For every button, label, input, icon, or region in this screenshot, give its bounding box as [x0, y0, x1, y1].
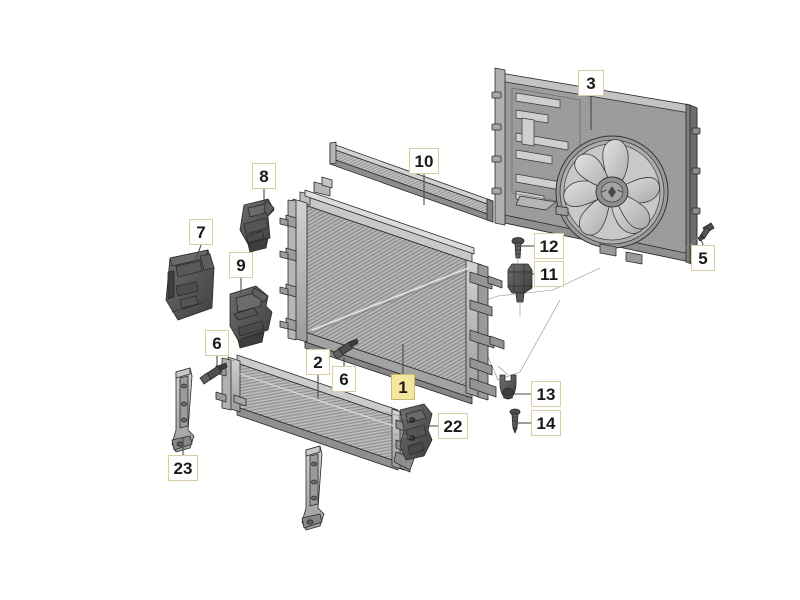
- part-clip-13: [497, 365, 517, 400]
- part-bracket-8: [239, 198, 275, 253]
- part-air-guide-strip: [329, 141, 494, 223]
- callout-2[interactable]: 2: [306, 349, 330, 375]
- part-screw-12: [511, 237, 525, 265]
- part-bracket-lower-center: [301, 445, 325, 531]
- part-rubber-mount-11: [507, 263, 533, 317]
- part-fan-shroud: [491, 67, 701, 267]
- callout-3[interactable]: 3: [578, 70, 604, 96]
- part-screw-14: [509, 408, 521, 434]
- part-air-guide-left: [165, 249, 215, 321]
- part-screw-6-left: [199, 357, 241, 385]
- callout-1[interactable]: 1: [391, 374, 415, 400]
- part-screw-6-right: [332, 338, 359, 360]
- callout-23[interactable]: 23: [168, 455, 198, 481]
- callout-22[interactable]: 22: [438, 413, 468, 439]
- callout-7[interactable]: 7: [189, 219, 213, 245]
- callout-10[interactable]: 10: [409, 148, 439, 174]
- part-bracket-9: [229, 285, 273, 349]
- callout-leader-lines: [182, 96, 704, 455]
- part-bracket-23: [171, 367, 195, 453]
- callout-6a[interactable]: 6: [205, 330, 229, 356]
- leader-line-5: [699, 235, 704, 246]
- callout-6b[interactable]: 6: [332, 366, 356, 392]
- callout-11[interactable]: 11: [534, 261, 564, 287]
- callout-12[interactable]: 12: [534, 233, 564, 259]
- callout-8[interactable]: 8: [252, 163, 276, 189]
- callout-5[interactable]: 5: [691, 245, 715, 271]
- leader-line-7: [194, 244, 202, 263]
- part-bracket-22: [383, 403, 433, 461]
- callout-13[interactable]: 13: [531, 381, 561, 407]
- callout-14[interactable]: 14: [531, 410, 561, 436]
- callout-9[interactable]: 9: [229, 252, 253, 278]
